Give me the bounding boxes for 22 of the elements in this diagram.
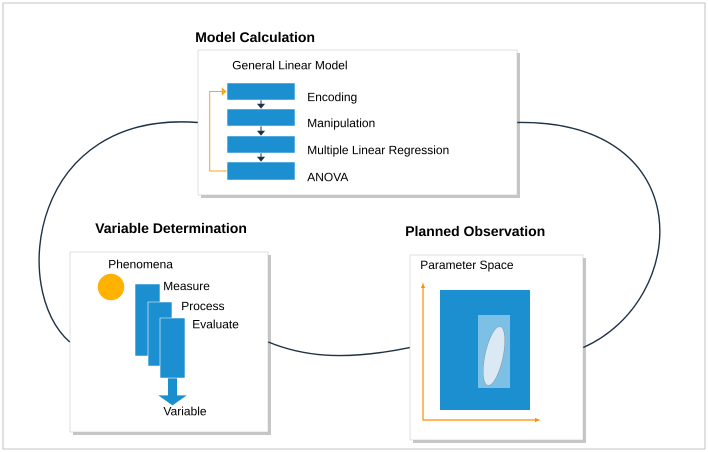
connector [38, 122, 198, 342]
step-bar [226, 108, 296, 126]
node-label: Planned Observation [406, 226, 544, 236]
step-bar [226, 82, 296, 100]
connector [517, 122, 660, 348]
node-label: Model Calculation [196, 32, 314, 42]
arrow [209, 87, 228, 172]
phenomena-circle [98, 274, 124, 300]
step-bar [226, 162, 296, 180]
step-bar [160, 318, 186, 378]
step-label: ANOVA [307, 172, 348, 182]
connector [268, 341, 410, 356]
step-label: Process [182, 302, 224, 310]
step-label: Measure [164, 282, 210, 290]
step-label: Encoding [308, 92, 356, 104]
step-label: Phenomena [109, 260, 173, 268]
node-label: Variable Determination [95, 222, 246, 234]
step-label: Multiple Linear Regression [308, 145, 448, 157]
step-bar [226, 136, 296, 154]
step-label: Manipulation [308, 118, 374, 130]
output-label: Variable [163, 406, 206, 416]
step-label: Evaluate [193, 320, 238, 328]
